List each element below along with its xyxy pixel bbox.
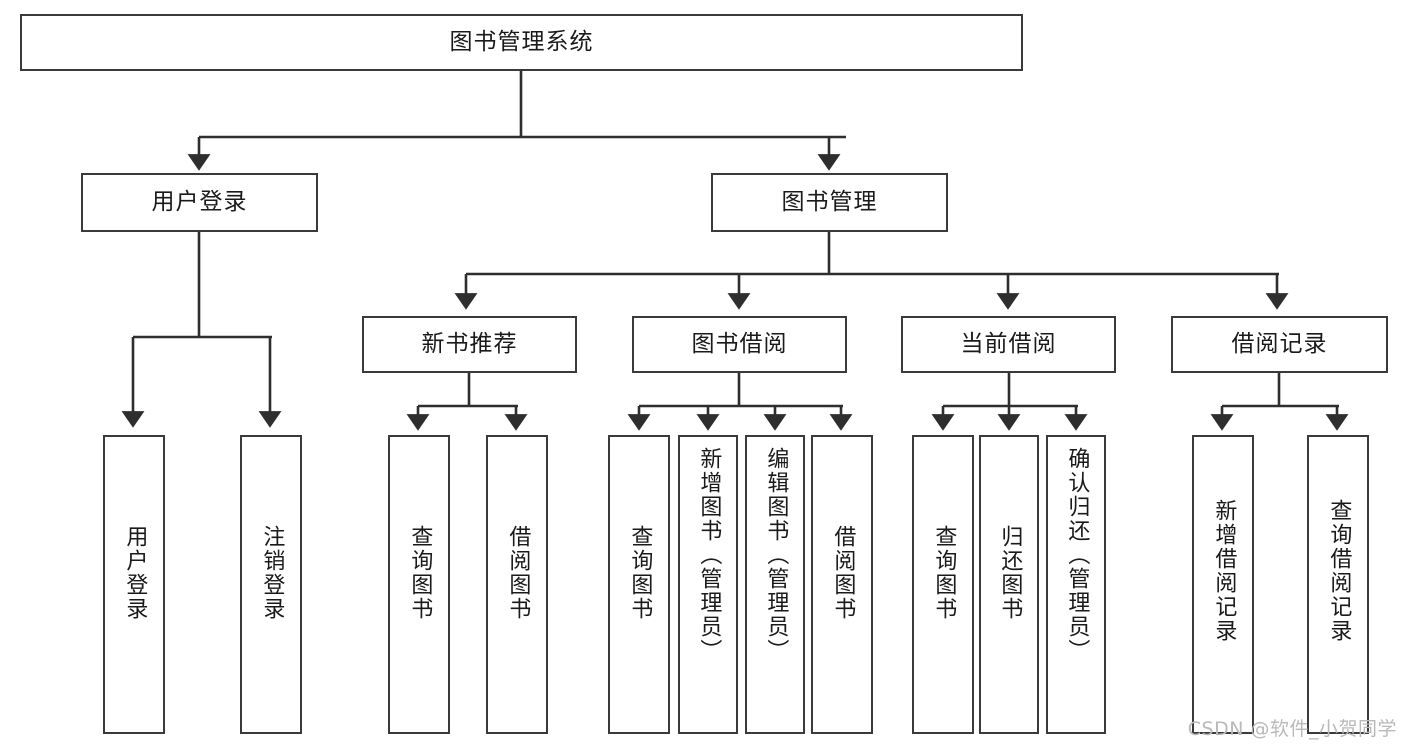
- node-label: 图书借阅: [691, 330, 788, 357]
- leaf-label: 查询图书: [627, 525, 653, 621]
- leaf-confirm-return-admin[interactable]: 确认归还（管理员）: [1046, 435, 1106, 734]
- leaf-label: 编辑图书（管理员）: [763, 447, 789, 663]
- node-label: 借阅记录: [1231, 330, 1328, 357]
- leaf-borrow-books-recommend[interactable]: 借阅图书: [486, 435, 548, 734]
- node-new-book-recommend[interactable]: 新书推荐: [362, 316, 577, 373]
- leaf-label: 确认归还（管理员）: [1064, 447, 1090, 663]
- leaf-label: 查询图书: [407, 525, 433, 621]
- node-label: 当前借阅: [960, 330, 1057, 357]
- leaf-label: 查询图书: [931, 525, 957, 621]
- watermark-text: CSDN @软件_小贺同学: [1187, 718, 1397, 740]
- node-borrow-records[interactable]: 借阅记录: [1171, 316, 1388, 373]
- leaf-label: 注销登录: [259, 525, 285, 621]
- leaf-logout[interactable]: 注销登录: [240, 435, 302, 734]
- leaf-label: 借阅图书: [830, 525, 856, 621]
- leaf-edit-book-admin[interactable]: 编辑图书（管理员）: [745, 435, 805, 734]
- leaf-label: 新增图书（管理员）: [696, 447, 722, 663]
- leaf-label: 借阅图书: [505, 525, 531, 621]
- leaf-label: 查询借阅记录: [1326, 499, 1352, 643]
- node-book-borrow[interactable]: 图书借阅: [632, 316, 847, 373]
- node-root-system[interactable]: 图书管理系统: [20, 14, 1023, 71]
- leaf-user-login[interactable]: 用户登录: [103, 435, 165, 734]
- leaf-add-book-admin[interactable]: 新增图书（管理员）: [678, 435, 738, 734]
- node-user-login[interactable]: 用户登录: [81, 173, 318, 232]
- node-current-borrow[interactable]: 当前借阅: [901, 316, 1116, 373]
- node-book-management[interactable]: 图书管理: [711, 173, 948, 232]
- leaf-query-borrow-record[interactable]: 查询借阅记录: [1307, 435, 1369, 734]
- leaf-return-books[interactable]: 归还图书: [979, 435, 1039, 734]
- leaf-query-books-current[interactable]: 查询图书: [912, 435, 974, 734]
- node-label: 图书管理系统: [449, 28, 594, 55]
- node-label: 用户登录: [151, 188, 248, 215]
- leaf-query-books-borrow[interactable]: 查询图书: [608, 435, 670, 734]
- node-label: 新书推荐: [421, 330, 518, 357]
- leaf-add-borrow-record[interactable]: 新增借阅记录: [1192, 435, 1254, 734]
- leaf-label: 新增借阅记录: [1211, 499, 1237, 643]
- leaf-label: 用户登录: [122, 525, 148, 621]
- leaf-query-books-recommend[interactable]: 查询图书: [388, 435, 450, 734]
- leaf-borrow-books[interactable]: 借阅图书: [811, 435, 873, 734]
- leaf-label: 归还图书: [997, 525, 1023, 621]
- node-label: 图书管理: [781, 188, 878, 215]
